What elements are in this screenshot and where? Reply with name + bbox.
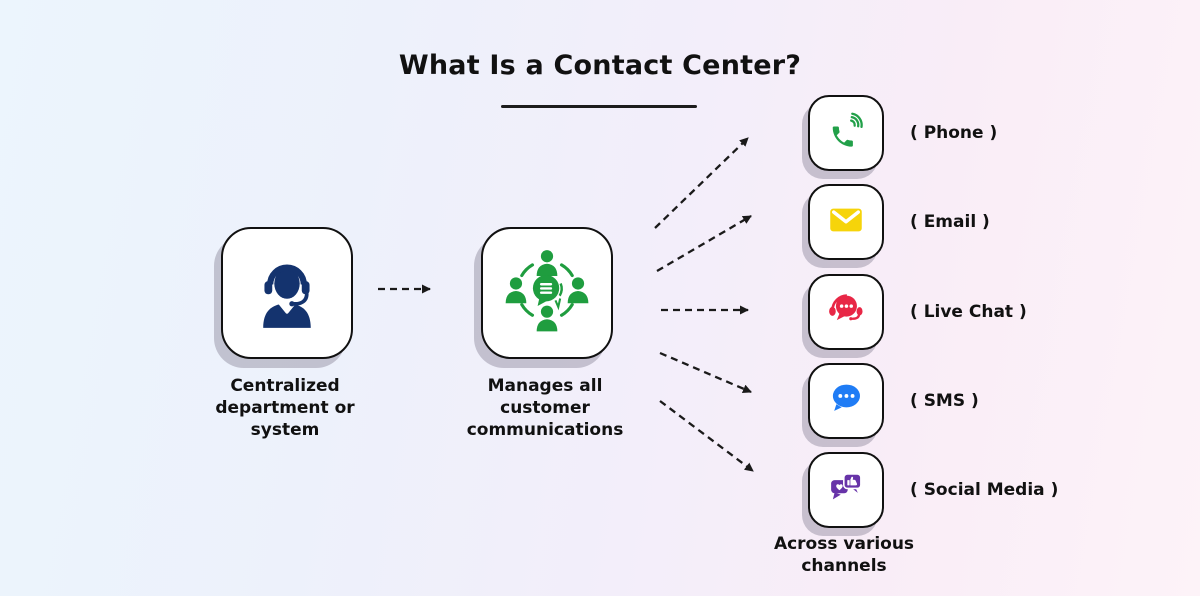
node-manages-communications bbox=[481, 227, 613, 359]
connector-hub-to-phone bbox=[654, 137, 749, 229]
sms-icon bbox=[825, 378, 867, 424]
channel-row-email: ( Email ) bbox=[808, 184, 990, 260]
connector-hub-to-social bbox=[659, 400, 754, 472]
live-chat-icon bbox=[825, 289, 867, 335]
channel-row-livechat: ( Live Chat ) bbox=[808, 274, 1027, 350]
channel-label-email: ( Email ) bbox=[910, 212, 990, 232]
channel-box-livechat bbox=[808, 274, 884, 350]
node-label-centralized: Centralized department or system bbox=[215, 376, 355, 440]
channel-row-phone: ( Phone ) bbox=[808, 95, 997, 171]
channel-box-phone bbox=[808, 95, 884, 171]
channel-box-email bbox=[808, 184, 884, 260]
page-title: What Is a Contact Center? bbox=[398, 50, 802, 81]
connector-hub-to-sms bbox=[659, 351, 752, 394]
channel-label-social: ( Social Media ) bbox=[910, 480, 1059, 500]
node-centralized-department bbox=[221, 227, 353, 359]
support-agent-icon bbox=[246, 250, 328, 336]
channel-row-social: ( Social Media ) bbox=[808, 452, 1058, 528]
connector-hub-to-email bbox=[656, 215, 752, 272]
channel-label-livechat: ( Live Chat ) bbox=[910, 302, 1027, 322]
channel-label-sms: ( SMS ) bbox=[910, 391, 979, 411]
footer-caption: Across various channels bbox=[773, 534, 915, 576]
channel-box-sms bbox=[808, 363, 884, 439]
team-communication-icon bbox=[500, 244, 594, 342]
social-media-icon bbox=[825, 467, 867, 513]
title-underline bbox=[501, 105, 697, 108]
phone-icon bbox=[825, 110, 867, 156]
node-label-manages: Manages all customer communications bbox=[466, 376, 624, 440]
email-icon bbox=[825, 199, 867, 245]
channel-row-sms: ( SMS ) bbox=[808, 363, 979, 439]
channel-label-phone: ( Phone ) bbox=[910, 123, 998, 143]
channel-box-social bbox=[808, 452, 884, 528]
